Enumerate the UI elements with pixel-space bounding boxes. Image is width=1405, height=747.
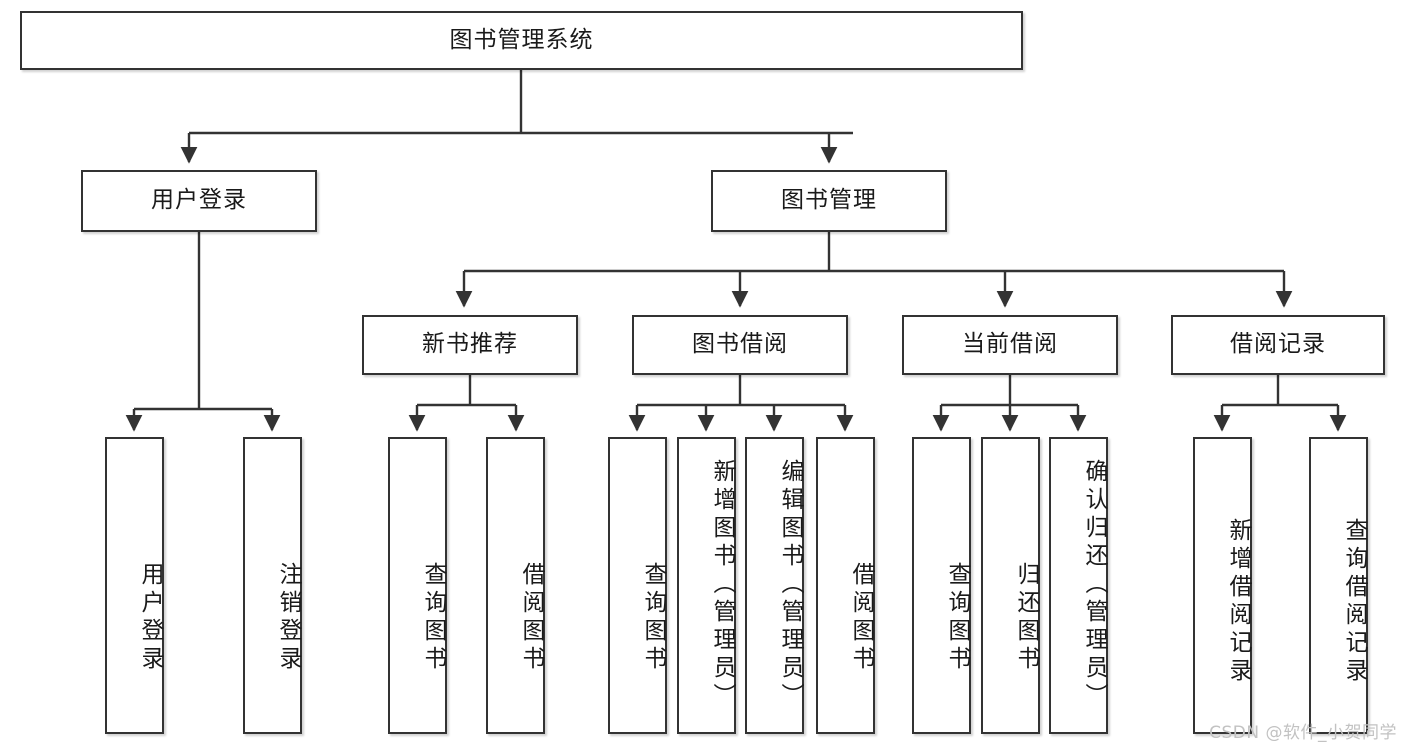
node-current-borrowing[interactable]: 当前借阅 — [902, 315, 1118, 375]
node-label: 新增借阅记录 — [1225, 517, 1251, 686]
node-root-book-management-system[interactable]: 图书管理系统 — [20, 11, 1023, 70]
node-label: 借阅记录 — [1230, 331, 1326, 358]
node-book-management[interactable]: 图书管理 — [711, 170, 947, 232]
node-new-book-recommendation[interactable]: 新书推荐 — [362, 315, 578, 375]
node-leaf-query-books-current[interactable]: 查询图书 — [912, 437, 971, 734]
node-label: 借阅图书 — [518, 561, 544, 674]
node-leaf-borrow-books-borrow[interactable]: 借阅图书 — [816, 437, 875, 734]
node-leaf-add-borrow-record[interactable]: 新增借阅记录 — [1193, 437, 1252, 734]
node-label: 图书管理系统 — [449, 26, 594, 53]
node-label: 借阅图书 — [848, 561, 874, 674]
node-leaf-user-login[interactable]: 用户登录 — [105, 437, 164, 734]
node-leaf-logout[interactable]: 注销登录 — [243, 437, 302, 734]
node-user-login[interactable]: 用户登录 — [81, 170, 317, 232]
node-label: 图书管理 — [781, 187, 877, 214]
node-label: 新增图书（管理员） — [709, 458, 735, 711]
node-label: 查询图书 — [420, 561, 446, 674]
node-leaf-confirm-return-admin[interactable]: 确认归还（管理员） — [1049, 437, 1108, 734]
watermark-text: CSDN @软件_小贺同学 — [1209, 723, 1397, 743]
node-label: 注销登录 — [275, 561, 301, 674]
node-leaf-edit-book-admin[interactable]: 编辑图书（管理员） — [745, 437, 804, 734]
node-label: 查询借阅记录 — [1341, 517, 1367, 686]
node-label: 新书推荐 — [422, 331, 518, 358]
node-label: 用户登录 — [137, 561, 163, 674]
node-label: 归还图书 — [1013, 561, 1039, 674]
node-leaf-return-books[interactable]: 归还图书 — [981, 437, 1040, 734]
node-leaf-borrow-books-new[interactable]: 借阅图书 — [486, 437, 545, 734]
node-label: 查询图书 — [640, 561, 666, 674]
node-label: 图书借阅 — [692, 331, 788, 358]
node-book-borrowing[interactable]: 图书借阅 — [632, 315, 848, 375]
node-label: 用户登录 — [151, 187, 247, 214]
node-label: 确认归还（管理员） — [1081, 458, 1107, 711]
node-leaf-query-books-borrow[interactable]: 查询图书 — [608, 437, 667, 734]
node-leaf-query-books-new[interactable]: 查询图书 — [388, 437, 447, 734]
node-label: 当前借阅 — [962, 331, 1058, 358]
node-label: 查询图书 — [944, 561, 970, 674]
node-label: 编辑图书（管理员） — [777, 458, 803, 711]
node-borrowing-records[interactable]: 借阅记录 — [1171, 315, 1385, 375]
node-leaf-add-book-admin[interactable]: 新增图书（管理员） — [677, 437, 736, 734]
node-leaf-query-borrow-record[interactable]: 查询借阅记录 — [1309, 437, 1368, 734]
